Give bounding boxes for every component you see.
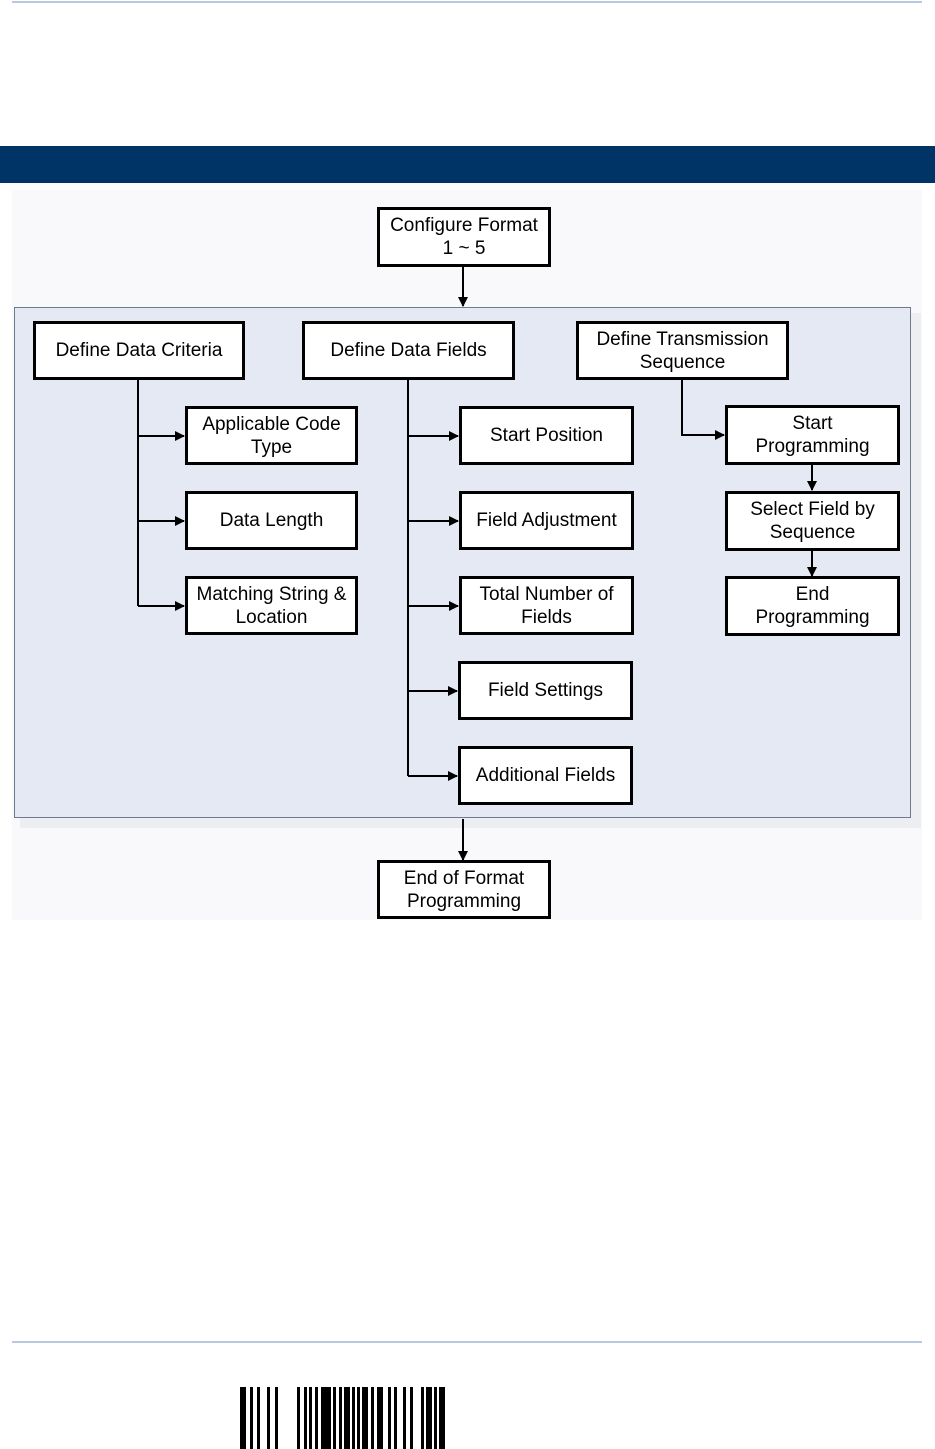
start-position-node: Start Position — [459, 406, 634, 465]
define-data-criteria-node: Define Data Criteria — [33, 321, 245, 380]
section-header-band — [0, 146, 935, 183]
end-of-format-programming-node: End of Format Programming — [377, 860, 551, 919]
data-length-node: Data Length — [185, 491, 358, 550]
configure-format-node: Configure Format 1 ~ 5 — [377, 207, 551, 267]
applicable-code-type-node: Applicable Code Type — [185, 406, 358, 465]
top-rule — [12, 1, 922, 3]
end-programming-node: End Programming — [725, 576, 900, 636]
matching-string-location-node: Matching String & Location — [185, 576, 358, 635]
format-steps-panel — [14, 307, 911, 818]
start-programming-node: Start Programming — [725, 405, 900, 465]
select-field-by-sequence-node: Select Field by Sequence — [725, 491, 900, 551]
arrow-start-programming — [681, 379, 725, 440]
define-transmission-sequence-node: Define Transmission Sequence — [576, 321, 789, 380]
field-adjustment-node: Field Adjustment — [459, 491, 634, 550]
define-data-fields-node: Define Data Fields — [302, 321, 515, 380]
total-number-of-fields-node: Total Number of Fields — [459, 576, 634, 635]
bottom-rule — [12, 1341, 922, 1343]
barcode-image — [240, 1387, 450, 1449]
additional-fields-node: Additional Fields — [458, 746, 633, 805]
field-settings-node: Field Settings — [458, 661, 633, 720]
